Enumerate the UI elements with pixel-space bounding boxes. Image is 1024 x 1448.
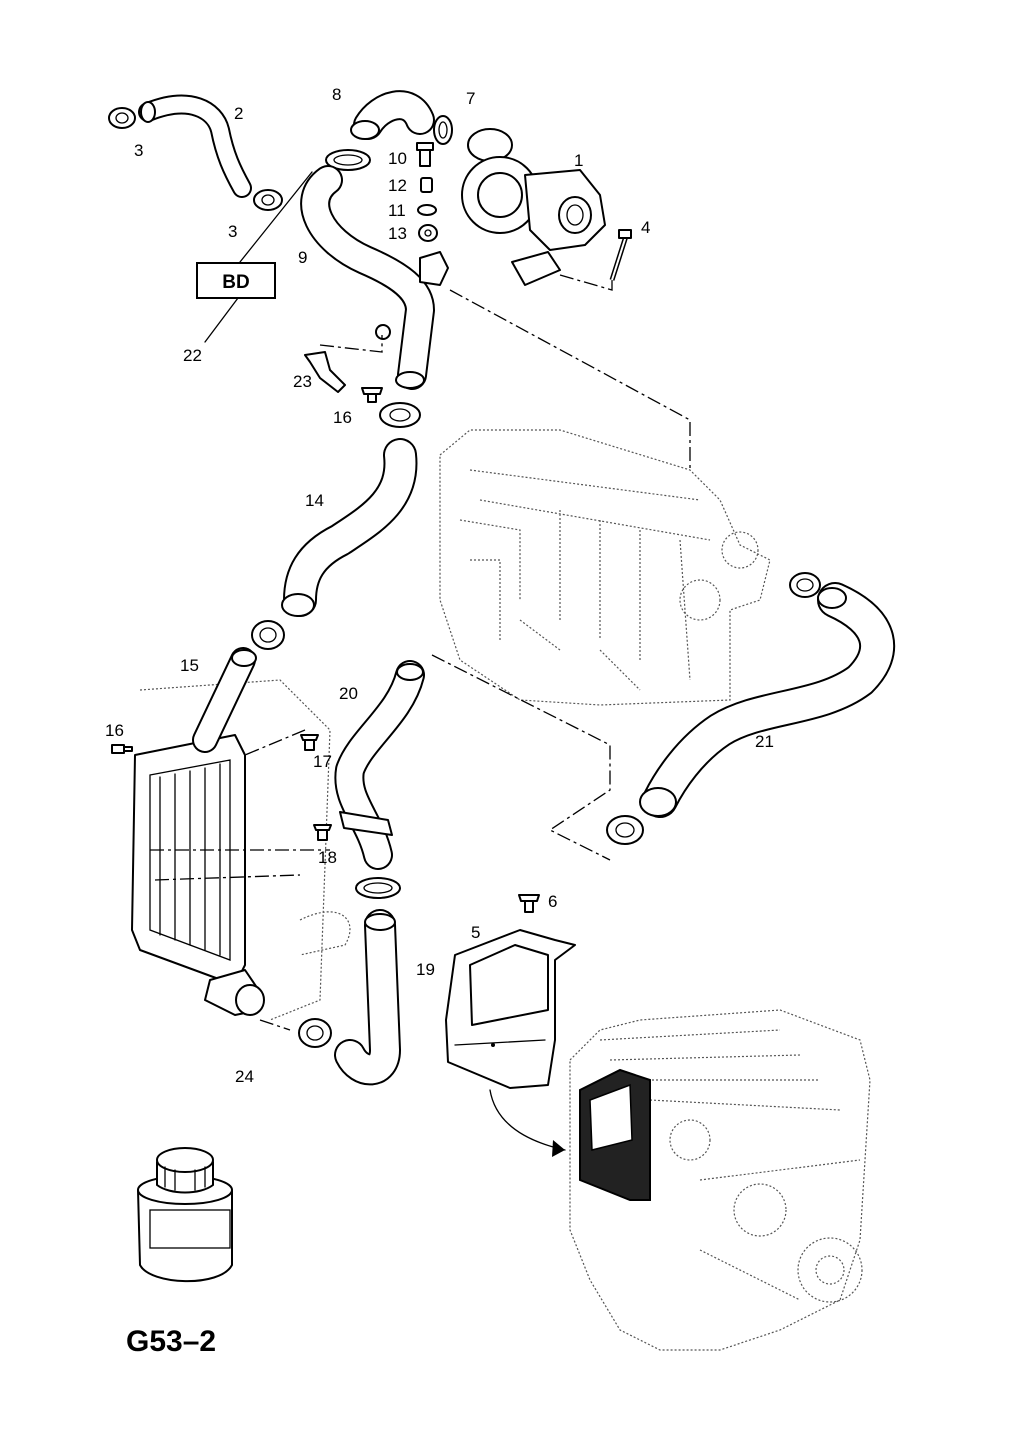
- callout-22: 22: [183, 346, 202, 365]
- hose-14: [281, 438, 418, 617]
- bd-label-box: BD: [196, 262, 276, 299]
- clamp-9-top: [325, 149, 371, 171]
- bolt-18: [313, 824, 332, 841]
- clamp-7: [433, 115, 453, 145]
- clamp-21-bottom: [606, 815, 644, 845]
- callout-3b: 3: [228, 222, 237, 241]
- bd-label: BD: [222, 272, 249, 293]
- bolt-16-left: [111, 744, 133, 754]
- pipe-20: [334, 660, 425, 870]
- callout-9: 9: [298, 248, 307, 267]
- callout-12: 12: [388, 176, 407, 195]
- callout-20: 20: [339, 684, 358, 703]
- callout-11: 11: [388, 201, 406, 220]
- clamp-21-top: [789, 572, 821, 598]
- bolt-6: [518, 894, 540, 913]
- callout-17: 17: [313, 752, 332, 771]
- pipe-19: [334, 909, 401, 1086]
- callout-16a: 16: [333, 408, 352, 427]
- callout-16b: 16: [105, 721, 124, 740]
- callout-3a: 3: [134, 141, 143, 160]
- engine-assembly: [569, 1009, 871, 1351]
- bracket-23: [304, 335, 383, 393]
- pipe-9: [300, 165, 449, 390]
- callout-13: 13: [388, 224, 407, 243]
- callout-labels: 1 2 3 3 4 5 6 7 8 9 10 11 12 13 14 15 16…: [105, 85, 774, 1086]
- callout-6: 6: [548, 892, 557, 911]
- bolt-16-upper: [361, 387, 383, 403]
- hose-21: [639, 582, 896, 818]
- callout-10: 10: [388, 149, 407, 168]
- callout-19: 19: [416, 960, 435, 979]
- elbow-8: [350, 90, 435, 140]
- clamp-15-top: [251, 620, 285, 650]
- callout-1: 1: [574, 151, 583, 170]
- callout-24: 24: [235, 1067, 254, 1086]
- callout-14: 14: [305, 491, 324, 510]
- bolt-17: [300, 734, 319, 751]
- callout-23: 23: [293, 372, 312, 391]
- hose-2: [138, 94, 252, 198]
- callout-4: 4: [641, 218, 650, 237]
- engine-block: [439, 429, 771, 706]
- callout-8: 8: [332, 85, 341, 104]
- leader-lines: [204, 171, 691, 1157]
- container-24: [137, 1147, 233, 1283]
- heat-shield-5: [445, 929, 576, 1089]
- callout-15: 15: [180, 656, 199, 675]
- clamp-19-bottom: [298, 1018, 332, 1048]
- turbocharger: [461, 128, 606, 286]
- bolt-4: [559, 229, 632, 291]
- callout-5: 5: [471, 923, 480, 942]
- intercooler: [131, 647, 331, 1021]
- clamp-19-top: [355, 877, 401, 899]
- clamp-3-upper: [108, 107, 136, 129]
- callout-18: 18: [318, 848, 337, 867]
- clamp-14-top: [379, 402, 421, 428]
- clamp-3-lower: [253, 189, 283, 211]
- fasteners-10-13: [416, 142, 438, 242]
- figure-code: G53–2: [126, 1325, 216, 1358]
- callout-21: 21: [755, 732, 774, 751]
- callout-7: 7: [466, 89, 475, 108]
- callout-2: 2: [234, 104, 243, 123]
